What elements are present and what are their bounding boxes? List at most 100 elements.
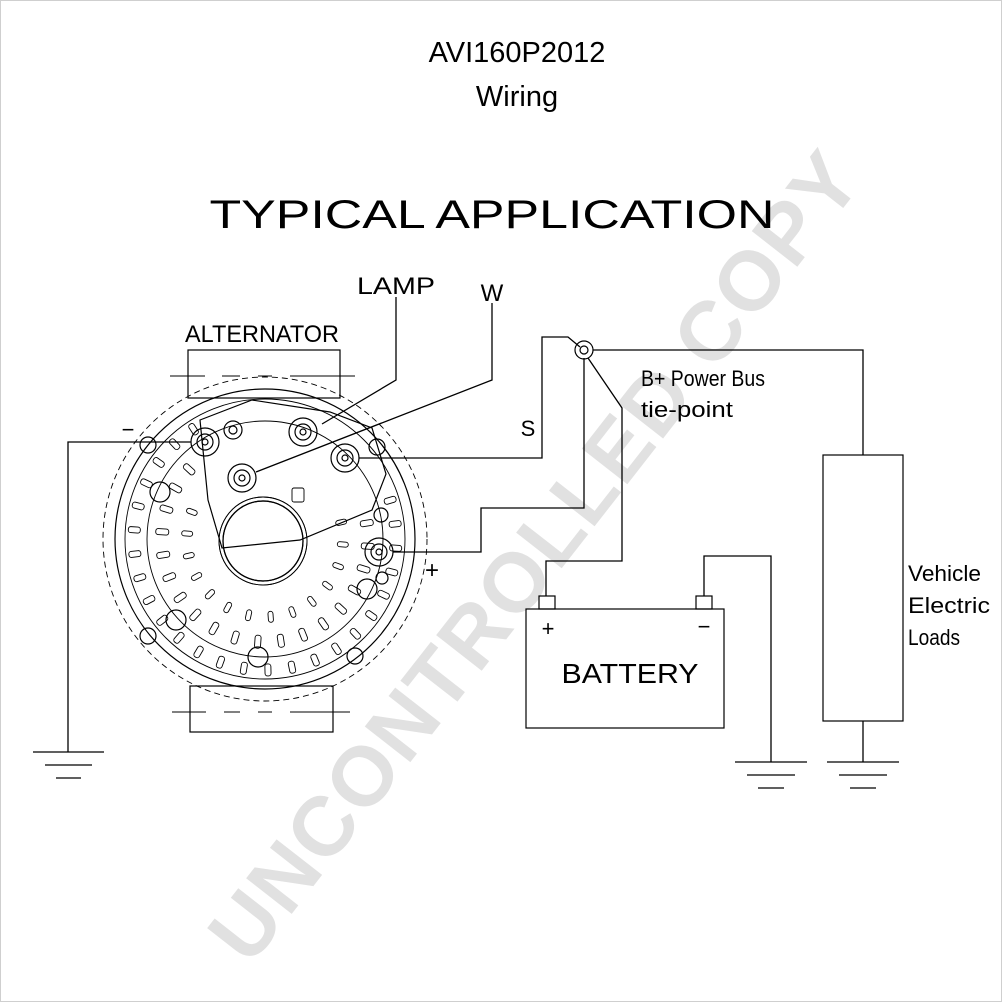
alternator-ground-symbol: [33, 751, 104, 779]
vent-slot: [215, 655, 226, 669]
diagram-title: AVI160P2012: [429, 37, 606, 69]
mount-hole: [356, 578, 378, 600]
typical-application-heading: TYPICAL APPLICATION: [210, 193, 775, 237]
battery-ground-symbol: [735, 761, 807, 789]
loads-ground-symbol: [827, 761, 899, 789]
vent-slot: [288, 606, 297, 618]
housing-ring: [124, 398, 406, 680]
battery: + − BATTERY: [525, 555, 807, 789]
vent-slot: [332, 562, 344, 571]
bus-label-line1: B+ Power Bus: [641, 366, 765, 391]
vent-slot: [322, 580, 333, 591]
vent-slot: [276, 633, 285, 648]
mount-hole: [165, 609, 187, 631]
vent-slot: [347, 584, 362, 596]
bolt: [139, 627, 157, 645]
battery-minus-label: −: [698, 614, 711, 639]
positive-label: +: [425, 557, 439, 584]
w-wire: [255, 303, 493, 473]
vent-slot: [389, 544, 403, 552]
shaft-hub-ring-front: [218, 496, 308, 586]
lamp-terminal: [288, 417, 318, 447]
mount-hole: [149, 481, 171, 503]
vent-slot: [307, 596, 317, 607]
bottom-mount-foot: [189, 685, 334, 733]
bus-label-line2: tie-point: [641, 397, 733, 422]
vent-slot: [152, 457, 165, 468]
vent-slot: [310, 653, 320, 667]
alternator-ground-wire: [67, 441, 191, 752]
positive-output-wire: [393, 358, 585, 553]
alternator-vents: [127, 423, 403, 677]
s-terminal: [330, 443, 360, 473]
w-label: W: [481, 280, 504, 307]
loads-label-line3: Loads: [908, 625, 960, 650]
regulator-connector: [291, 487, 305, 503]
bus-tie-point-inner: [579, 345, 589, 355]
negative-label: −: [122, 417, 135, 442]
loads-label-line1: Vehicle: [908, 561, 981, 586]
loads-label-line2: Electric: [908, 593, 990, 618]
vent-slot: [383, 495, 397, 505]
vent-slot: [349, 627, 362, 640]
shaft-hub-front: [222, 500, 304, 582]
vent-slot: [331, 642, 342, 655]
vent-slot: [156, 550, 171, 559]
vent-slot: [162, 572, 177, 583]
vent-slot: [267, 610, 274, 623]
positive-terminal: [364, 537, 394, 567]
housing-outer: [114, 388, 416, 690]
vent-slot: [287, 660, 297, 674]
vent-slot: [388, 520, 402, 528]
vent-slot: [356, 564, 371, 574]
vent-slot: [173, 631, 185, 644]
bolt: [139, 436, 157, 454]
wiring: LAMP W S B+ Power Bus tie-point: [33, 273, 864, 779]
vent-slot: [181, 530, 194, 537]
watermark-text: UNCONTROLLED COPY: [190, 133, 880, 979]
vent-slot: [142, 595, 156, 606]
vent-slot: [336, 541, 349, 548]
vent-slot: [155, 528, 170, 536]
bolt: [346, 647, 364, 665]
housing-dash-outline: [102, 376, 428, 702]
vent-slot: [191, 572, 203, 581]
vent-slot: [264, 663, 272, 677]
w-terminal: [227, 463, 257, 493]
vent-slot: [133, 573, 147, 583]
vent-slot: [127, 526, 141, 534]
vent-slot: [334, 602, 348, 615]
bolt: [368, 438, 386, 456]
lamp-wire: [321, 297, 397, 425]
battery-label: BATTERY: [562, 658, 699, 689]
s-wire: [359, 336, 581, 459]
vent-slot: [317, 617, 330, 631]
aux-stud: [375, 571, 389, 585]
vent-slot: [159, 504, 174, 514]
vent-slot: [188, 423, 199, 436]
diagram-subtitle: Wiring: [476, 81, 558, 113]
vent-slot: [168, 438, 181, 451]
s-label: S: [521, 416, 536, 441]
negative-terminal: [190, 427, 220, 457]
vent-slot: [230, 630, 240, 645]
aux-stud: [373, 507, 389, 523]
vent-slot: [204, 589, 216, 600]
vent-slot: [168, 482, 183, 494]
vent-slot: [182, 552, 195, 560]
regulator-cover: [199, 399, 387, 549]
battery-ground-wire: [703, 555, 772, 762]
lamp-label: LAMP: [357, 273, 435, 300]
alternator-label: ALTERNATOR: [185, 321, 339, 348]
alternator: ALTERNATOR: [102, 321, 439, 733]
battery-negative-post: [695, 595, 713, 610]
battery-positive-post: [538, 595, 556, 610]
loads-box: [822, 454, 904, 722]
vent-slot: [131, 501, 145, 511]
vent-slot: [186, 507, 198, 516]
battery-plus-label: +: [542, 616, 555, 641]
vent-slot: [239, 661, 248, 675]
vent-slot: [385, 567, 399, 577]
